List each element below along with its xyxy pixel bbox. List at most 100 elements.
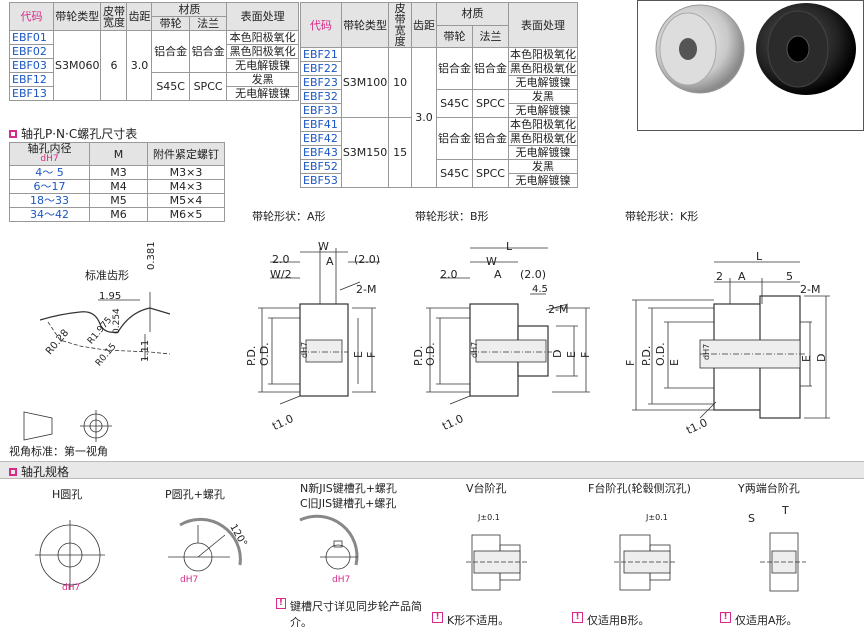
technical-drawings [23,247,830,442]
dim-f: F [624,359,637,366]
dim-w: W [318,240,329,253]
dim-2p: (2.0) [520,268,547,281]
type-cell: S3M100 [340,47,390,118]
col-material: 材质 [151,2,228,17]
dim-2m: 2-M [548,303,569,316]
mat-flange-cell: SPCC [188,72,228,101]
width-cell: 10 [388,47,412,118]
bore-h-dh7: dH7 [62,583,81,593]
mat-pulley-cell: S45C [436,89,473,118]
dim-l: L [756,250,763,263]
code-cell: EBF03 [9,58,54,73]
dim-f: F [365,351,378,358]
bore-f-drawing [614,534,676,591]
col-width: 皮带宽度 [388,2,412,48]
dim-195: 1.95 [99,291,122,302]
product-photo-box [637,0,864,131]
bore-y-t: T [782,504,789,517]
screw-cell: M4×3 [147,179,225,194]
black-pulley-image [756,3,856,95]
shape-b-title: 带轮形状：B形 [415,210,489,223]
col-m: M [89,142,148,166]
dim-dh7: dH7 [300,341,309,358]
mat-pulley-cell: 铝合金 [151,30,190,73]
surface-cell: 本色阳极氧化 [508,117,578,132]
bore-section-title: 轴孔规格 [9,463,69,480]
bore-p-drawing [168,517,242,572]
note-v: ! K形不适用。 [432,612,509,628]
bore-p-title: P圆孔+螺孔 [165,488,225,501]
dim-0254: 0.254 [112,308,122,334]
dim-2: 2.0 [272,253,290,266]
dim-e: E [352,351,365,358]
screw-cell: M6×5 [147,207,225,222]
dim-2p: (2.0) [354,253,381,266]
dim-d: D [815,353,828,362]
code-cell: EBF53 [300,173,342,188]
m-cell: M6 [89,207,148,222]
dim-e: E [800,355,813,362]
bore-y-title: Y两端台阶孔 [738,482,800,495]
bore-f-title: F台阶孔(轮毂侧沉孔) [588,482,691,495]
note-f: ! 仅适用B形。 [572,612,650,628]
surface-cell: 无电解镀镍 [226,86,299,101]
col-pulley: 带轮 [436,24,473,48]
surface-cell: 无电解镀镍 [508,145,578,160]
bore-cell: 4～ 5 [9,165,90,180]
bore-c-title: C旧JIS键槽孔+螺孔 [300,497,397,510]
dim-pd: P.D. [245,345,258,366]
silver-pulley-image [655,4,745,94]
dim-e: E [668,359,681,366]
dim-0381: 0.381 [146,241,157,270]
col-code: 代码 [9,2,54,31]
bore-drawings [35,514,806,592]
bore-section-bar [0,461,864,479]
code-cell: EBF32 [300,89,342,104]
spec-table-ebf2: 代码 带轮类型 皮带宽度 齿距 材质 表面处理 带轮 法兰 EBF21 S3M1… [300,2,578,188]
note-nc: ! 键槽尺寸详见同步轮产品简介。 [276,598,426,630]
col-pulley: 带轮 [151,16,190,31]
type-cell: S3M150 [340,117,390,188]
dim-w: W [486,255,497,268]
bore-cell: 18～33 [9,193,90,208]
width-cell: 15 [388,117,412,188]
surface-cell: 无电解镀镍 [508,173,578,188]
tooth-profile-drawing [39,292,171,360]
dim-5: 5 [786,270,793,283]
mat-flange-cell: 铝合金 [472,47,509,90]
bore-h-drawing [35,520,105,590]
mat-flange-cell: SPCC [472,159,509,188]
bore-p-dh7: dH7 [180,575,199,585]
col-pitch: 齿距 [126,2,153,31]
dim-a: A [326,255,334,268]
code-cell: EBF01 [9,30,54,45]
dim-dh7: dH7 [470,341,479,358]
bore-f-j: J±0.1 [646,513,668,522]
bore-v-drawing [466,534,528,591]
dim-od: O.D. [424,342,437,366]
col-surface: 表面处理 [226,2,299,31]
col-code: 代码 [300,2,342,48]
type-cell: S3M060 [52,30,102,101]
col-type: 带轮类型 [340,2,390,48]
surface-cell: 黑色阳极氧化 [508,131,578,146]
m-cell: M3 [89,165,148,180]
mat-pulley-cell: S45C [436,159,473,188]
shape-k-title: 带轮形状：K形 [625,210,699,223]
m-cell: M4 [89,179,148,194]
col-flange: 法兰 [188,16,228,31]
bore-n-drawing [299,514,359,570]
section-marker-icon [9,467,17,476]
col-width: 皮带宽度 [100,2,128,31]
dim-2m: 2-M [800,283,821,296]
mat-pulley-cell: S45C [151,72,190,101]
pitch-cell: 3.0 [126,30,153,101]
dim-e: E [565,351,578,358]
code-cell: EBF23 [300,75,342,90]
code-cell: EBF02 [9,44,54,59]
dim-pd: P.D. [640,345,653,366]
surface-cell: 黑色阳极氧化 [226,44,299,59]
dim-111: 1.11 [140,339,151,362]
mat-flange-cell: 铝合金 [188,30,228,73]
code-cell: EBF33 [300,103,342,118]
